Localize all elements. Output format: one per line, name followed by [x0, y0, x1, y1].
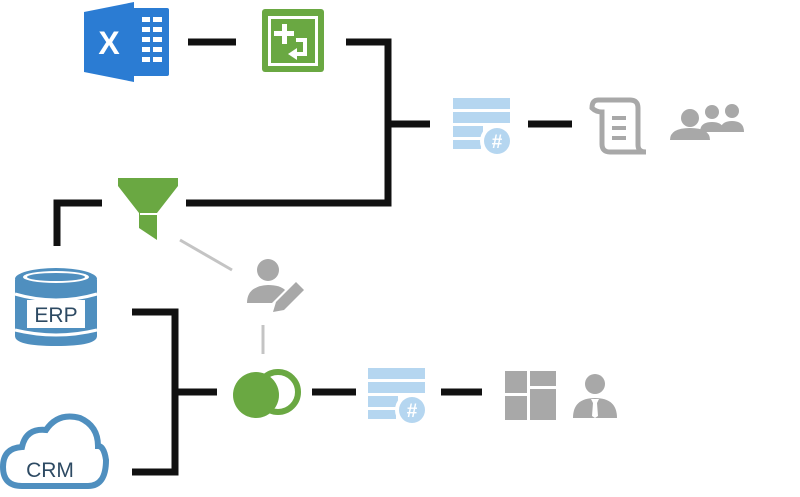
user-edit-icon: [247, 259, 304, 312]
dataset-bottom-icon: #: [368, 368, 429, 427]
dataset-top-icon: #: [453, 98, 514, 158]
transform-icon: [262, 9, 324, 72]
dashboard-icon: [505, 371, 556, 420]
user-icon: [573, 374, 617, 418]
database-icon: ERP: [14, 268, 98, 346]
connectors: [53, 38, 572, 476]
merge-circles-icon: [233, 369, 301, 418]
cloud-icon: CRM: [0, 413, 110, 489]
connector-erp-crm-bracket: [132, 308, 179, 476]
connector-filter-editor: [179, 238, 233, 272]
crm-label: CRM: [26, 459, 74, 482]
users-group-icon: [670, 104, 744, 140]
svg-text:#: #: [407, 401, 418, 422]
svg-text:#: #: [492, 132, 503, 153]
excel-icon: X: [84, 2, 169, 82]
funnel-icon: [118, 178, 178, 240]
excel-letter: X: [98, 25, 120, 61]
connector-erp-filter: [53, 199, 102, 246]
scroll-report-icon: [589, 97, 647, 155]
erp-label: ERP: [34, 304, 77, 327]
